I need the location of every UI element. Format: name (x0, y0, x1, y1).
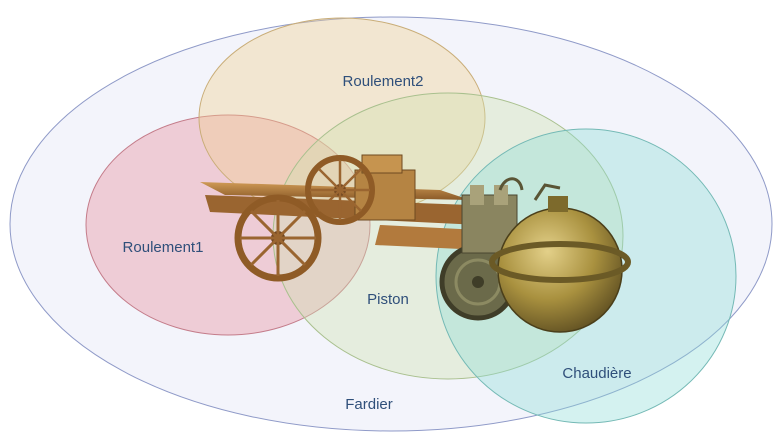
piston-label: Piston (367, 291, 409, 308)
roulement2-label: Roulement2 (343, 73, 424, 90)
boiler-sphere (498, 208, 622, 332)
chaudiere-label: Chaudière (562, 365, 631, 382)
fardier-label: Fardier (345, 396, 393, 413)
roulement1-label: Roulement1 (123, 239, 204, 256)
